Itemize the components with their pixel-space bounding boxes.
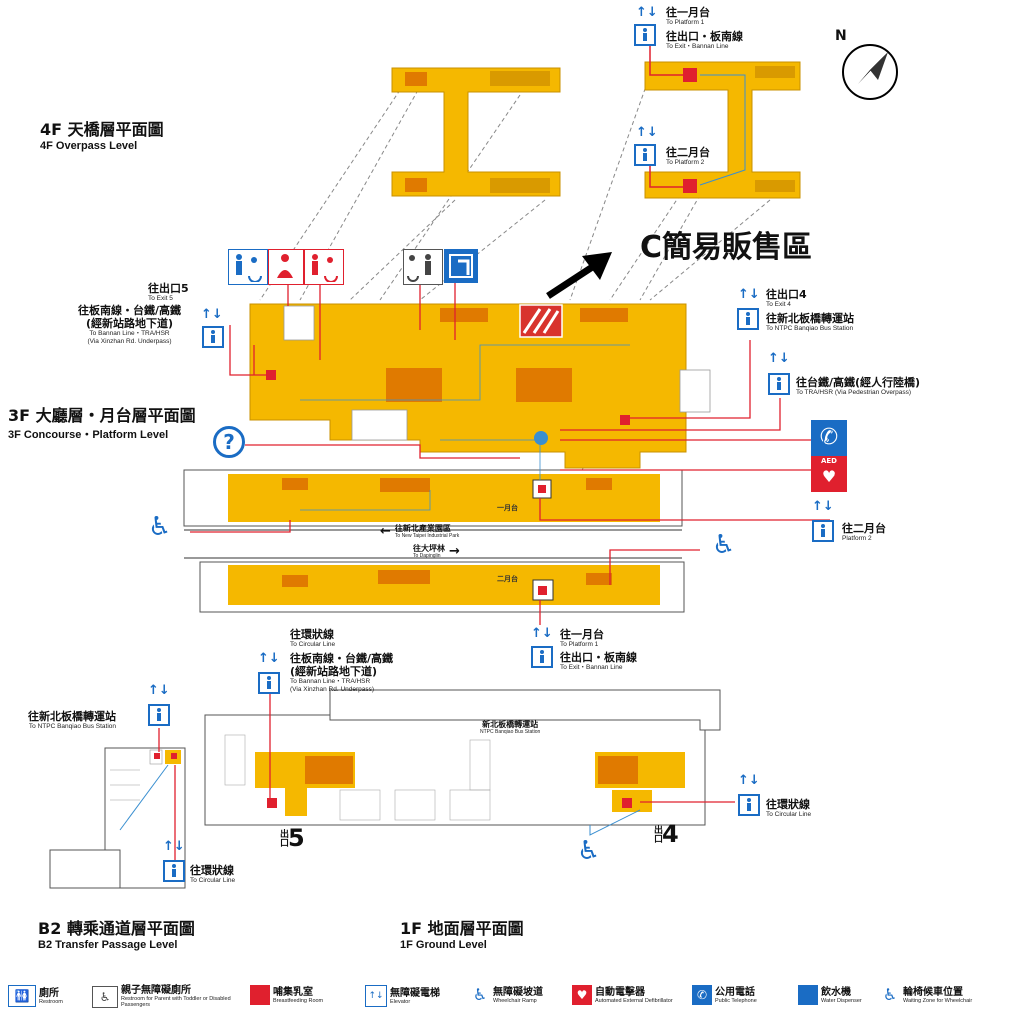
- label-bus-station-ground: 新北板橋轉運站 NTPC Banqiao Bus Station: [480, 720, 541, 735]
- aed-icon: ♥: [572, 985, 592, 1005]
- sales-area-callout: C簡易販售區: [640, 230, 813, 265]
- overpass-left: [391, 67, 561, 197]
- overpass-label-exit: 往出口・板南線 To Exit・Bannan Line: [666, 30, 743, 50]
- family-restroom-icon: [403, 249, 443, 285]
- breastfeeding-icon: [268, 249, 304, 285]
- level-title-overpass: 4F 天橋層平面圖 4F Overpass Level: [40, 120, 164, 152]
- wheelchair-waiting-icon: ♿: [148, 512, 172, 542]
- elevator-arrows: ↑↓: [531, 626, 553, 641]
- wheelchair-ramp-icon: ♿: [577, 836, 601, 866]
- restroom-icon: 🚻: [8, 985, 36, 1007]
- aed-icon: AED ♥: [811, 456, 847, 492]
- breastfeeding-icon: [250, 985, 270, 1005]
- elevator-icon: [531, 646, 553, 668]
- level-title-ground: 1F 地面層平面圖 1F Ground Level: [400, 919, 524, 951]
- ground-floor: [204, 686, 735, 836]
- elevator-arrows: ↑↓: [738, 773, 760, 788]
- wheelchair-waiting-icon: ♿: [882, 985, 898, 1004]
- level-title-transfer: B2 轉乘通道層平面圖 B2 Transfer Passage Level: [38, 919, 195, 951]
- direction-industrial-park: ← 往新北產業園區 To New Taipei Industrial Park: [380, 524, 460, 539]
- label-bannan-line: 往板南線・台鐵/高鐵 (經新站路地下道) To Bannan Line・TRA/…: [78, 304, 182, 345]
- label-bus-station: 往新北板橋轉運站 To NTPC Banqiao Bus Station: [766, 312, 854, 332]
- wheelchair-ramp-icon: ♿: [472, 985, 488, 1004]
- platform-1: [183, 469, 683, 527]
- platform2-label: 二月台: [497, 576, 518, 583]
- direction-dapinglin: 往大坪林 To Dapinglin →: [413, 544, 460, 559]
- elevator-arrows: ↑↓: [768, 351, 790, 366]
- elevator-arrows: ↑↓: [201, 307, 223, 322]
- elevator-icon: [738, 794, 760, 816]
- water-dispenser-icon: [444, 249, 478, 283]
- elevator-icon: [634, 144, 656, 166]
- compass-north-label: N: [835, 28, 847, 44]
- water-dispenser-icon: [798, 985, 818, 1005]
- elevator-arrows: ↑↓: [738, 287, 760, 302]
- telephone-icon: ✆: [811, 420, 847, 456]
- wheelchair-waiting-icon: ♿: [712, 530, 736, 560]
- restroom-icon: [228, 249, 268, 285]
- tracks: [184, 529, 682, 559]
- route-lines: [190, 282, 830, 625]
- elevator-icon: [634, 24, 656, 46]
- label-tra-overpass: 往台鐵/高鐵(經人行陸橋) To TRA/HSR (Via Pedestrian…: [796, 376, 921, 396]
- circulation-lines: [300, 344, 630, 511]
- label-ground-bannan: 往板南線・台鐵/高鐵 (經新站路地下道) To Bannan Line・TRA/…: [290, 652, 394, 693]
- elevator-arrows: ↑↓: [163, 839, 185, 854]
- exit-4-marker: 出口 4: [652, 820, 679, 848]
- elevator-arrows: ↑↓: [636, 125, 658, 140]
- level-connectors: [259, 74, 771, 521]
- elevator-arrows: ↑↓: [812, 499, 834, 514]
- elevator-arrows: ↑↓: [258, 651, 280, 666]
- label-platform1: 往一月台 To Platform 1: [560, 628, 604, 648]
- level-title-concourse: 3F 大廳層・月台層平面圖 3F Concourse・Platform Leve…: [8, 406, 196, 441]
- callout-arrow: [546, 252, 612, 299]
- elevator-arrows: ↑↓: [636, 5, 658, 20]
- exit-5-marker: 出口 5: [278, 824, 305, 852]
- elevator-icon: [258, 672, 280, 694]
- elevator-icon: [202, 326, 224, 348]
- elevator-icon: [737, 308, 759, 330]
- elevator-icon: [812, 520, 834, 542]
- elevator-icon: ↑↓: [365, 985, 387, 1007]
- label-exit-bannan: 往出口・板南線 To Exit・Bannan Line: [560, 651, 637, 671]
- overpass-label-platform1: 往一月台 To Platform 1: [666, 6, 710, 26]
- family-restroom-icon: ♿: [92, 985, 118, 1008]
- label-transfer-circular: 往環狀線 To Circular Line: [190, 864, 236, 884]
- overpass-label-platform2: 往二月台 To Platform 2: [666, 146, 710, 166]
- label-exit5: 往出口5 To Exit 5: [148, 282, 189, 302]
- label-circular-line-ground: 往環狀線 To Circular Line: [766, 798, 812, 818]
- elevator-icon: [768, 373, 790, 395]
- elevator-icon: [163, 860, 185, 882]
- compass-rose: [842, 44, 898, 100]
- telephone-icon: ✆: [692, 985, 712, 1005]
- elevator-icon: [148, 704, 170, 726]
- label-circular-line: 往環狀線 To Circular Line: [290, 628, 336, 648]
- platform-2: [199, 561, 685, 613]
- label-exit4: 往出口4 To Exit 4: [766, 288, 807, 308]
- overpass-right: [644, 40, 801, 199]
- family-restroom-icon: [304, 249, 344, 285]
- label-transfer-bus: 往新北板橋轉運站 To NTPC Banqiao Bus Station: [28, 710, 116, 730]
- platform1-label: 一月台: [497, 505, 518, 512]
- label-platform2: 往二月台 Platform 2: [842, 522, 886, 542]
- elevator-arrows: ↑↓: [148, 683, 170, 698]
- information-icon: ?: [213, 426, 245, 458]
